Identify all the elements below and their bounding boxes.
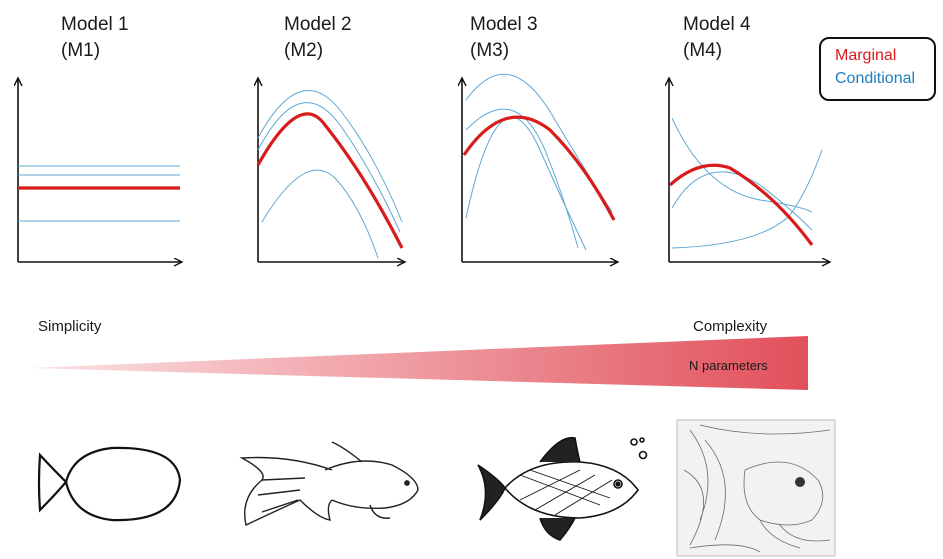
marginal-curve — [462, 115, 616, 221]
detailed-fish-drawing-icon — [477, 436, 648, 541]
conditional-curve — [671, 171, 813, 231]
legend-conditional: Conditional — [835, 70, 916, 87]
model-4-title: Model 4(M4) — [683, 14, 751, 61]
conditional-curve — [257, 90, 403, 223]
conditional-curve — [671, 149, 823, 249]
legend-marginal: Marginal — [835, 47, 897, 64]
model-1-plot — [18, 78, 182, 262]
conditional-curve — [465, 108, 579, 249]
model-4-plot — [669, 78, 830, 262]
legend: Marginal Conditional — [819, 37, 936, 101]
n-parameters-label: N parameters — [689, 358, 768, 373]
conditional-curve — [465, 117, 587, 251]
simple-fish-outline-icon — [37, 446, 182, 522]
conditional-curve — [257, 102, 401, 233]
goldfish-line-drawing-icon — [239, 441, 419, 527]
model-2-title: Model 2(M2) — [284, 14, 352, 61]
model-3-plot — [462, 73, 618, 262]
simplicity-label: Simplicity — [38, 318, 102, 335]
complexity-wedge — [30, 336, 808, 390]
conditional-curve — [261, 169, 379, 259]
conditional-curve — [671, 117, 813, 213]
model-3-title: Model 3(M3) — [470, 14, 538, 61]
goldfish-photo-sketch-icon — [676, 419, 836, 557]
marginal-curve — [256, 112, 404, 249]
model-1-title: Model 1(M1) — [61, 14, 129, 61]
marginal-curve — [668, 163, 814, 246]
model-2-plot — [258, 78, 405, 262]
complexity-label: Complexity — [693, 318, 768, 335]
